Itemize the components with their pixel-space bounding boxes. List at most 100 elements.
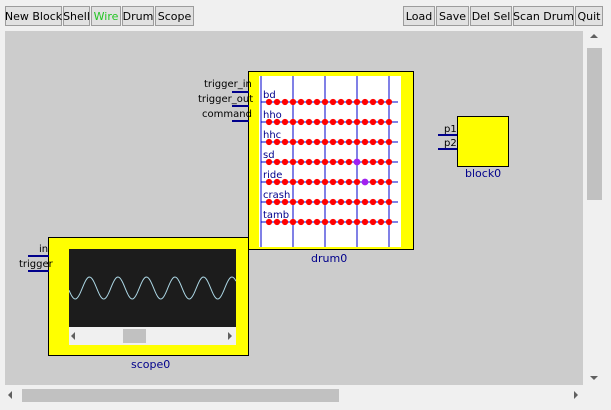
drum-step[interactable]	[377, 218, 385, 226]
drum-step[interactable]	[385, 198, 393, 206]
drum-step[interactable]	[265, 218, 273, 226]
drum-step[interactable]	[273, 198, 281, 206]
drum-step[interactable]	[345, 198, 353, 206]
drum-step[interactable]	[305, 158, 313, 166]
drum-step[interactable]	[297, 178, 305, 186]
drum-step[interactable]	[369, 98, 377, 106]
drum-step[interactable]	[353, 178, 361, 186]
drum-step[interactable]	[353, 218, 361, 226]
drum-step[interactable]	[353, 198, 361, 206]
drum-step[interactable]	[337, 158, 345, 166]
drum-step[interactable]	[281, 118, 289, 126]
drum-step[interactable]	[289, 198, 297, 206]
drum-step[interactable]	[297, 98, 305, 106]
drum-port-wire[interactable]	[232, 105, 249, 107]
scope-scrollbar[interactable]	[69, 327, 236, 345]
generic-block[interactable]	[457, 116, 509, 167]
drum-step[interactable]	[337, 98, 345, 106]
scroll-down-icon[interactable]	[590, 376, 598, 380]
drum-step[interactable]	[321, 218, 329, 226]
drum-step[interactable]	[377, 178, 385, 186]
drum-step[interactable]	[337, 198, 345, 206]
drum-step[interactable]	[305, 118, 313, 126]
drum-step[interactable]	[297, 218, 305, 226]
drum-step[interactable]	[361, 98, 369, 106]
scroll-right-icon[interactable]	[574, 391, 578, 399]
drum-step[interactable]	[345, 98, 353, 106]
drum-step[interactable]	[345, 218, 353, 226]
scope-scroll-thumb[interactable]	[123, 329, 146, 343]
drum-step[interactable]	[329, 158, 337, 166]
quit-button[interactable]: Quit	[575, 6, 603, 26]
horizontal-scroll-thumb[interactable]	[22, 389, 339, 402]
drum-step[interactable]	[369, 198, 377, 206]
drum-step[interactable]	[361, 198, 369, 206]
drum-step[interactable]	[273, 218, 281, 226]
drum-step[interactable]	[289, 158, 297, 166]
drum-step[interactable]	[281, 178, 289, 186]
drum-step[interactable]	[377, 98, 385, 106]
drum-step[interactable]	[297, 158, 305, 166]
drum-step[interactable]	[305, 218, 313, 226]
drum-step[interactable]	[289, 138, 297, 146]
drum-step[interactable]	[329, 138, 337, 146]
drum-step[interactable]	[313, 158, 321, 166]
drum-step[interactable]	[337, 118, 345, 126]
drum-step[interactable]	[313, 118, 321, 126]
scope-button[interactable]: Scope	[155, 6, 194, 26]
drum-step[interactable]	[297, 138, 305, 146]
drum-step[interactable]	[313, 138, 321, 146]
drum-step[interactable]	[385, 218, 393, 226]
drum-step[interactable]	[385, 158, 393, 166]
drum-step[interactable]	[329, 118, 337, 126]
drum-step-active[interactable]	[353, 158, 361, 166]
drum-step[interactable]	[361, 118, 369, 126]
drum-step[interactable]	[265, 198, 273, 206]
drum-port-wire[interactable]	[232, 120, 249, 122]
scope-block[interactable]	[48, 237, 249, 356]
drum-step[interactable]	[273, 158, 281, 166]
block-port-wire[interactable]	[438, 148, 457, 150]
vertical-scroll-thumb[interactable]	[587, 48, 602, 200]
drum-step[interactable]	[273, 98, 281, 106]
drum-step[interactable]	[369, 218, 377, 226]
del-sel-button[interactable]: Del Sel	[470, 6, 512, 26]
drum-step[interactable]	[369, 118, 377, 126]
drum-step[interactable]	[305, 178, 313, 186]
scope-port-wire[interactable]	[28, 270, 49, 272]
drum-step[interactable]	[377, 198, 385, 206]
drum-step[interactable]	[377, 138, 385, 146]
drum-step[interactable]	[281, 218, 289, 226]
drum-step[interactable]	[281, 158, 289, 166]
drum-step[interactable]	[385, 178, 393, 186]
drum-step[interactable]	[329, 178, 337, 186]
drum-step[interactable]	[273, 138, 281, 146]
drum-step[interactable]	[361, 138, 369, 146]
drum-step[interactable]	[345, 158, 353, 166]
drum-step[interactable]	[265, 118, 273, 126]
drum-step[interactable]	[321, 118, 329, 126]
drum-step[interactable]	[265, 178, 273, 186]
drum-step[interactable]	[337, 178, 345, 186]
drum-step[interactable]	[289, 178, 297, 186]
drum-step[interactable]	[297, 118, 305, 126]
drum-step[interactable]	[281, 98, 289, 106]
drum-step[interactable]	[345, 178, 353, 186]
drum-step[interactable]	[289, 218, 297, 226]
drum-step[interactable]	[377, 158, 385, 166]
drum-step[interactable]	[345, 118, 353, 126]
drum-step[interactable]	[377, 118, 385, 126]
scroll-left-icon[interactable]	[8, 391, 12, 399]
drum-step[interactable]	[265, 158, 273, 166]
drum-step[interactable]	[385, 98, 393, 106]
drum-step[interactable]	[353, 118, 361, 126]
drum-step[interactable]	[361, 218, 369, 226]
shell-button[interactable]: Shell	[63, 6, 90, 26]
drum-port-wire[interactable]	[232, 91, 249, 93]
drum-step[interactable]	[281, 198, 289, 206]
drum-step[interactable]	[321, 178, 329, 186]
drum-step[interactable]	[353, 98, 361, 106]
drum-step[interactable]	[289, 118, 297, 126]
drum-step[interactable]	[305, 198, 313, 206]
